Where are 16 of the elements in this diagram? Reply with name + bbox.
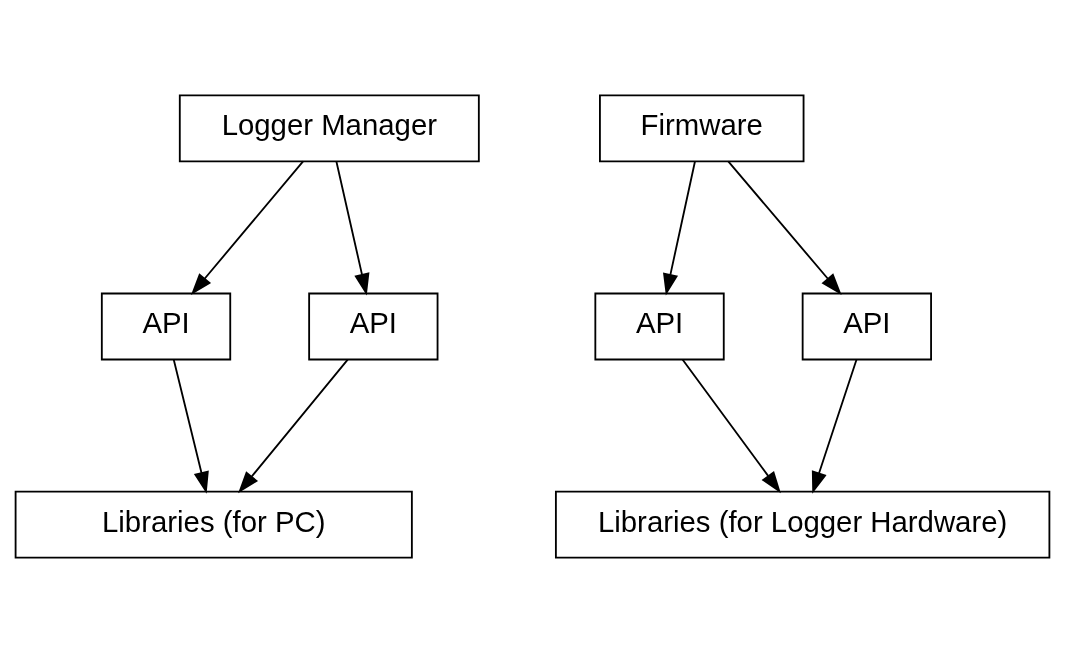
node-box: API <box>801 292 932 361</box>
node-box: API <box>594 292 725 361</box>
arrow <box>681 358 781 494</box>
node-box: Firmware <box>599 94 805 163</box>
node-box: Libraries (for Logger Hardware) <box>554 490 1051 559</box>
arrow <box>238 358 349 494</box>
node-box: Libraries (for PC) <box>14 490 413 559</box>
node-box: API <box>100 292 232 361</box>
arrow <box>727 160 842 295</box>
arrow <box>335 160 370 296</box>
arrow <box>663 160 696 296</box>
arrow <box>190 160 304 295</box>
node-box: API <box>308 292 439 361</box>
arrow <box>811 358 858 494</box>
arrow <box>172 358 209 494</box>
node-box: Logger Manager <box>178 94 480 163</box>
